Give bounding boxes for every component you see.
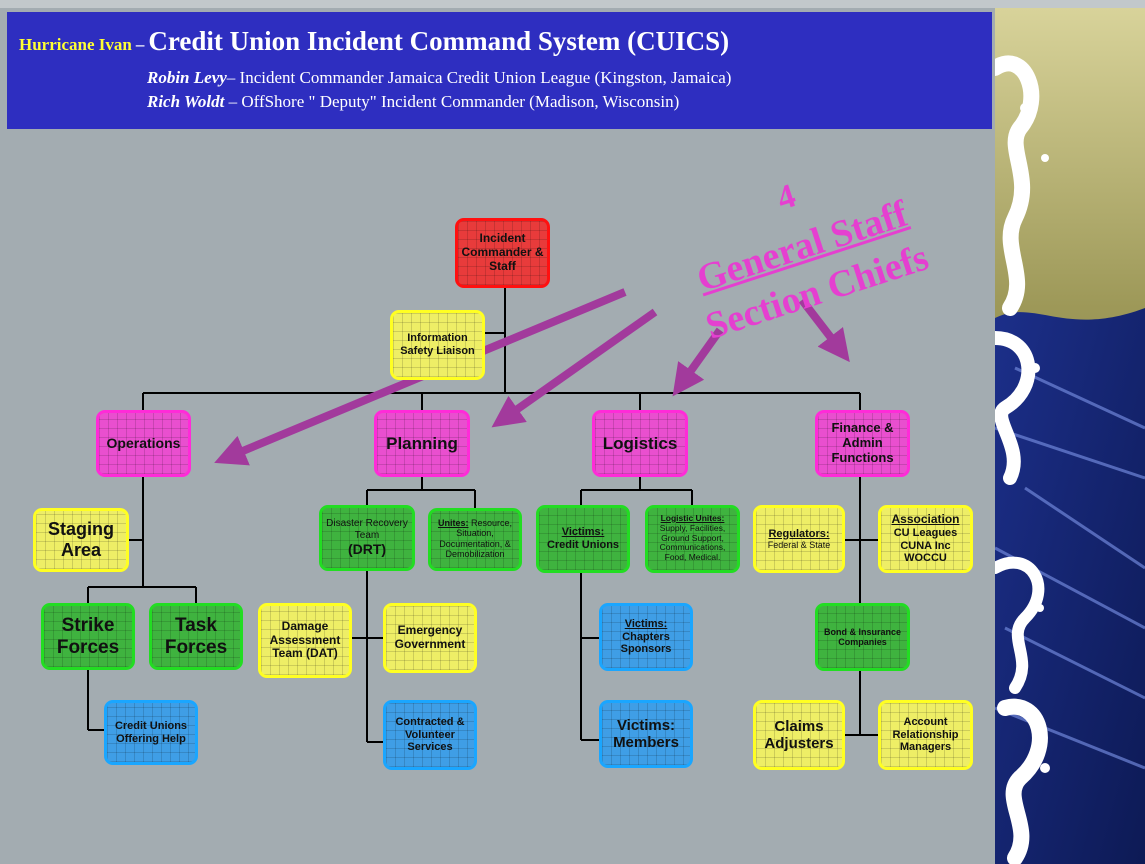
wave-artwork <box>995 8 1145 864</box>
banner-title: Hurricane Ivan – Credit Union Incident C… <box>19 26 729 57</box>
planning-units-text: Resource, Situation, Documentation, & De… <box>439 518 513 560</box>
staging-label: Staging Area <box>48 519 114 560</box>
box-contracted-volunteer: Contracted & Volunteer Services <box>383 700 477 770</box>
deputy-name: Rich Woldt <box>147 92 225 111</box>
box-logistic-units: Logistic Unites: Supply, Facilities, Gro… <box>645 505 740 573</box>
banner-prefix: Hurricane Ivan <box>19 35 132 54</box>
logistics-label: Logistics <box>602 433 678 453</box>
account-label: Account Relationship Managers <box>892 716 959 754</box>
box-disaster-recovery-team: Disaster Recovery Team (DRT) <box>319 505 415 571</box>
deputy-role: – OffShore " Deputy" Incident Commander … <box>224 92 680 111</box>
org-chart-connectors <box>87 288 878 743</box>
regulators-heading: Regulators: <box>768 527 830 540</box>
dat-label: Damage Assessment Team (DAT) <box>269 618 341 661</box>
victims-chapters-text: Chapters Sponsors <box>620 630 672 656</box>
banner-line-1: Robin Levy– Incident Commander Jamaica C… <box>147 68 731 88</box>
box-victims-credit-unions: Victims: Credit Unions <box>536 505 630 573</box>
operations-label: Operations <box>106 435 181 452</box>
incident-commander-label: Incident Commander & Staff <box>461 231 544 273</box>
finance-label: Finance & Admin Functions <box>831 420 894 465</box>
box-task-forces: Task Forces <box>149 603 243 670</box>
box-victims-members: Victims: Members <box>599 700 693 768</box>
banner-separator: – <box>135 35 145 54</box>
banner-line-2: Rich Woldt – OffShore " Deputy" Incident… <box>147 92 679 112</box>
box-information-safety-liaison: Information Safety Liaison <box>390 310 485 380</box>
commander-name: Robin Levy <box>147 68 227 87</box>
drt-abbr: (DRT) <box>347 541 387 558</box>
box-regulators: Regulators: Federal & State <box>753 505 845 573</box>
cu-help-label: Credit Unions Offering Help <box>114 719 188 745</box>
bond-label: Bond & Insurance Companies <box>823 626 901 647</box>
box-victims-chapters: Victims: Chapters Sponsors <box>599 603 693 671</box>
victims-members-label: Victims: Members <box>613 716 679 751</box>
logistic-units-text: Supply, Facilities, Ground Support, Comm… <box>659 522 726 563</box>
planning-label: Planning <box>386 433 458 453</box>
association-heading: Association <box>891 512 960 527</box>
box-incident-commander: Incident Commander & Staff <box>455 218 550 288</box>
box-bond-insurance: Bond & Insurance Companies <box>815 603 910 671</box>
box-finance-admin: Finance & Admin Functions <box>815 410 910 477</box>
information-label: Information Safety Liaison <box>400 332 475 357</box>
strike-label: Strike Forces <box>56 614 120 658</box>
box-operations: Operations <box>96 410 191 477</box>
emergency-label: Emergency Government <box>394 623 466 651</box>
box-logistics: Logistics <box>592 410 688 477</box>
victims-cu-heading: Victims: <box>561 526 605 539</box>
box-association: Association CU Leagues CUNA Inc WOCCU <box>878 505 973 573</box>
victims-chapters-heading: Victims: <box>624 618 668 631</box>
box-damage-assessment-team: Damage Assessment Team (DAT) <box>258 603 352 678</box>
drt-title: Disaster Recovery Team <box>326 518 408 541</box>
banner-main-title: Credit Union Incident Command System (CU… <box>148 26 730 56</box>
box-staging-area: Staging Area <box>33 508 129 572</box>
box-strike-forces: Strike Forces <box>41 603 135 670</box>
commander-role: – Incident Commander Jamaica Credit Unio… <box>226 68 732 87</box>
box-account-relationship-managers: Account Relationship Managers <box>878 700 973 770</box>
box-emergency-government: Emergency Government <box>383 603 477 673</box>
contracted-label: Contracted & Volunteer Services <box>395 716 465 754</box>
box-planning-units: Unites: Resource, Situation, Documentati… <box>428 508 522 571</box>
planning-units-label: Unites: <box>437 518 469 528</box>
title-banner: Hurricane Ivan – Credit Union Incident C… <box>7 12 992 129</box>
association-text: CU Leagues CUNA Inc WOCCU <box>893 526 958 565</box>
top-strip <box>0 0 1145 8</box>
victims-cu-text: Credit Unions <box>546 539 620 551</box>
logistic-units-heading: Logistic Unites: <box>660 513 725 523</box>
task-label: Task Forces <box>164 614 228 658</box>
box-credit-unions-offering-help: Credit Unions Offering Help <box>104 700 198 765</box>
regulators-text: Federal & State <box>767 540 831 551</box>
claims-label: Claims Adjusters <box>764 717 834 752</box>
box-planning: Planning <box>374 410 470 477</box>
box-claims-adjusters: Claims Adjusters <box>753 700 845 770</box>
